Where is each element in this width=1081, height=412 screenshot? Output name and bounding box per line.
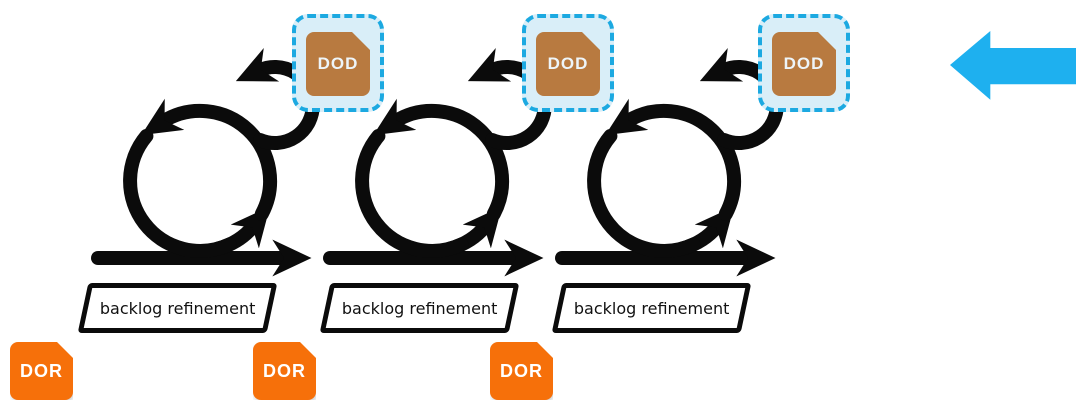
dor-badge: DOR <box>10 342 73 400</box>
dor-label: DOR <box>263 360 306 381</box>
backlog-refinement-label: backlog refinement <box>341 298 498 318</box>
sprint-loop-icon <box>98 67 313 258</box>
backlog-refinement-box: backlog refinement <box>77 283 278 333</box>
dod-label: DOD <box>317 54 359 73</box>
backlog-refinement-label: backlog refinement <box>99 298 256 318</box>
backlog-refinement-label: backlog refinement <box>573 298 730 318</box>
dod-document-icon: DOD <box>306 32 370 96</box>
dor-label: DOR <box>20 360 63 381</box>
dod-label: DOD <box>783 54 825 73</box>
dod-document-icon: DOD <box>536 32 600 96</box>
dod-label: DOD <box>547 54 589 73</box>
dod-badge: DOD <box>758 14 850 112</box>
dod-badge: DOD <box>522 14 614 112</box>
backlog-refinement-box: backlog refinement <box>319 283 520 333</box>
dor-label: DOR <box>500 360 543 381</box>
backlog-refinement-box: backlog refinement <box>551 283 752 333</box>
dod-badge: DOD <box>292 14 384 112</box>
dod-document-icon: DOD <box>772 32 836 96</box>
dor-badge: DOR <box>253 342 316 400</box>
dor-badge: DOR <box>490 342 553 400</box>
